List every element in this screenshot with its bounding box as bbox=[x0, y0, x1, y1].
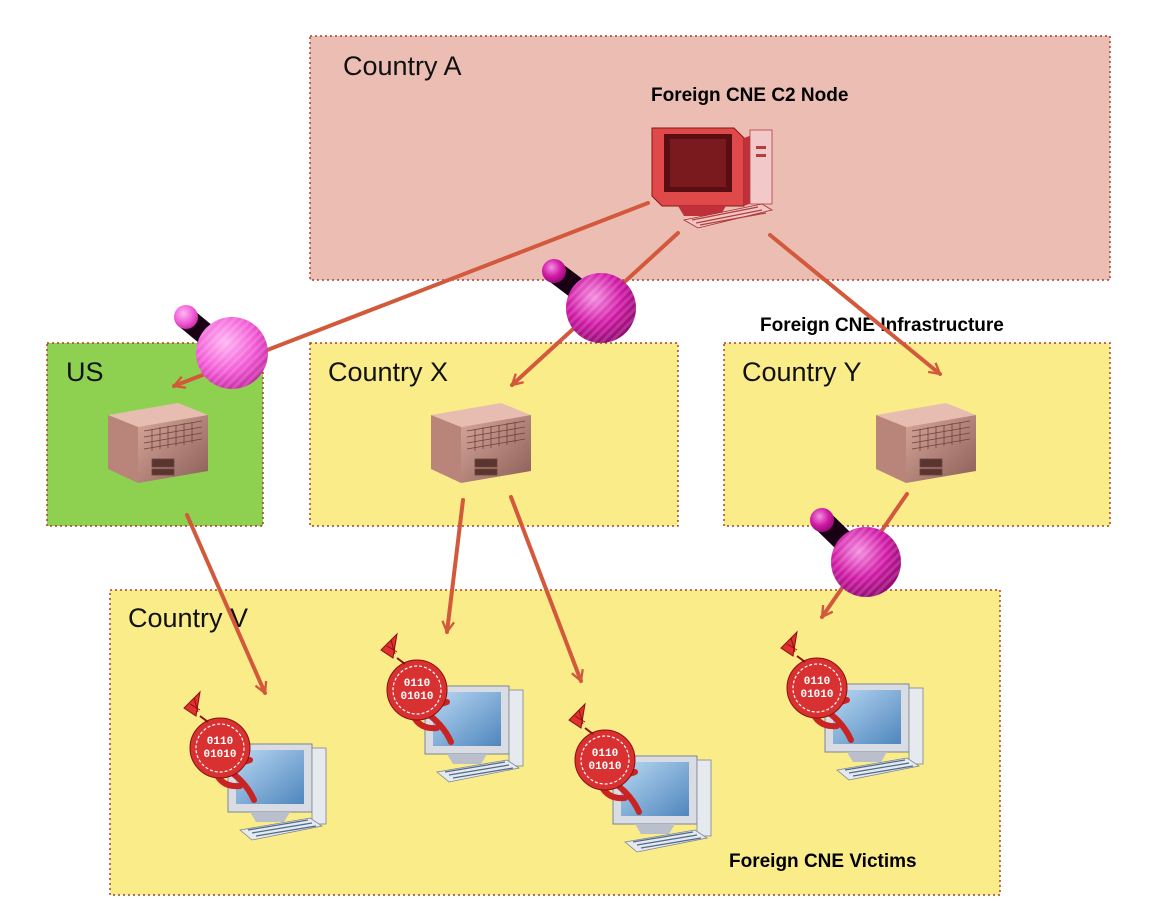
arrow-us-to-victim-1 bbox=[185, 513, 265, 693]
server-icon-country-x bbox=[431, 403, 531, 483]
infected-computer-icon-3: 0110 01010 bbox=[568, 702, 712, 853]
country-a-label: Country A bbox=[343, 51, 462, 81]
country-y-label: Country Y bbox=[742, 357, 862, 387]
svg-text:0110: 0110 bbox=[592, 748, 618, 760]
server-icon-country-y bbox=[876, 403, 976, 483]
victims-caption: Foreign CNE Victims bbox=[729, 851, 917, 872]
arrow-c2-to-country-y bbox=[768, 233, 942, 376]
country-x-label: Country X bbox=[328, 357, 448, 387]
wiretap-probe-icon-us bbox=[174, 305, 268, 389]
svg-text:01010: 01010 bbox=[203, 749, 236, 761]
svg-text:01010: 01010 bbox=[588, 761, 621, 773]
svg-text:0110: 0110 bbox=[804, 676, 830, 688]
red-computer-icon bbox=[651, 127, 774, 229]
infected-computer-icon-4: 0110 01010 bbox=[780, 630, 924, 781]
svg-text:01010: 01010 bbox=[400, 691, 433, 703]
arrow-x-to-victim-3 bbox=[509, 495, 581, 681]
svg-text:01010: 01010 bbox=[800, 689, 833, 701]
server-icon-us bbox=[108, 403, 208, 483]
svg-text:0110: 0110 bbox=[207, 736, 233, 748]
us-label: US bbox=[66, 357, 104, 387]
arrow-x-to-victim-2 bbox=[447, 498, 465, 632]
wiretap-probe-icon-country-x bbox=[542, 259, 636, 343]
infected-computer-icon-2: 0110 01010 bbox=[380, 632, 524, 783]
svg-text:0110: 0110 bbox=[404, 678, 430, 690]
wiretap-probe-icon-country-y bbox=[810, 508, 901, 597]
c2-node-caption: Foreign CNE C2 Node bbox=[651, 85, 848, 106]
infected-computer-icon-1: 0110 01010 bbox=[183, 690, 327, 841]
